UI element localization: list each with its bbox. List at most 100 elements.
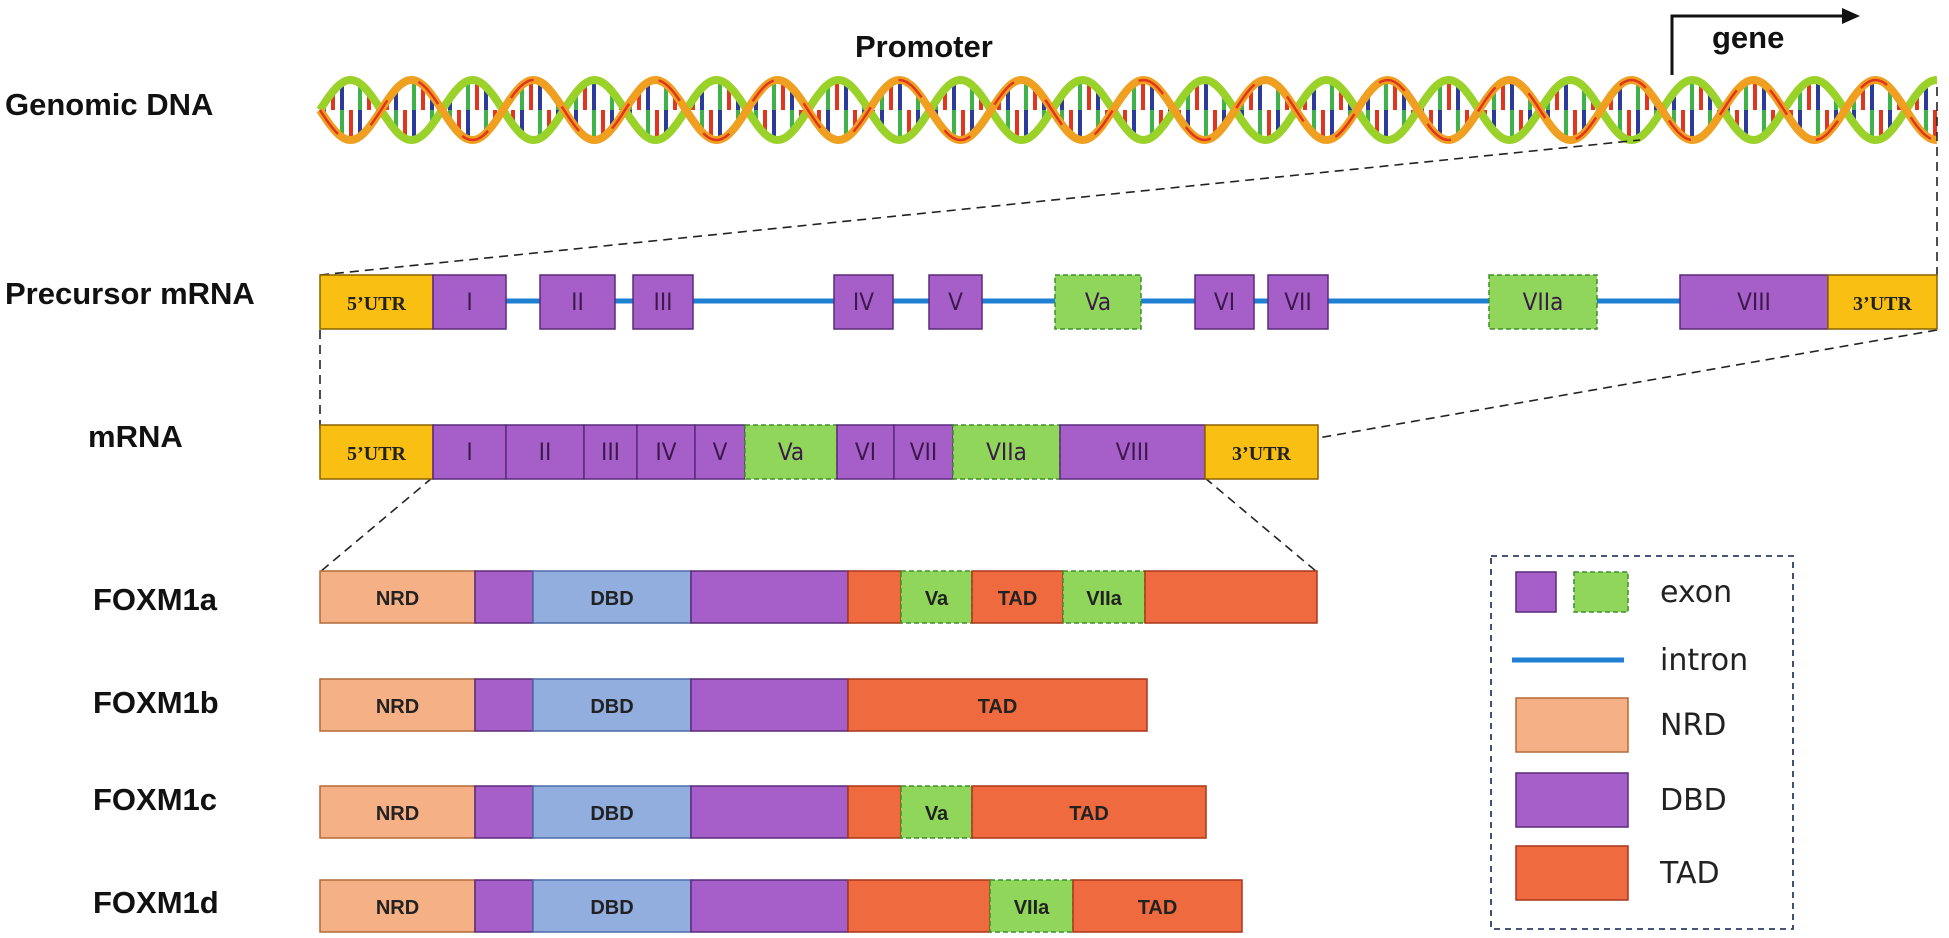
legend-frame (1490, 555, 1794, 930)
foxm1a-seg-2-box (474, 570, 534, 624)
dna-strand-back (316, 75, 1938, 145)
guide-mrna-right (1204, 477, 1318, 573)
foxm1c-seg-6: Va (900, 785, 973, 839)
precursor-seg-10: VIIa (1488, 274, 1598, 330)
foxm1d-seg-4 (690, 879, 849, 933)
foxm1a-seg-5-box (847, 570, 902, 624)
precursor-seg-3-box (539, 274, 616, 330)
mrna-seg-7-label: Va (778, 438, 804, 466)
mrna-seg-10-label: VIIa (986, 438, 1027, 466)
foxm1a-seg-9-box (1144, 570, 1318, 624)
foxm1c-seg-4 (690, 785, 849, 839)
foxm1b-seg-2 (474, 678, 534, 732)
mrna-seg-10-box (952, 424, 1061, 480)
legend-DBD-swatch (1515, 772, 1629, 828)
precursor-seg-10-box (1488, 274, 1598, 330)
foxm1c-seg-3-label: DBD (590, 803, 633, 825)
foxm1d-seg-7: TAD (1072, 879, 1243, 933)
foxm1a-seg-7: TAD (971, 570, 1064, 624)
foxm1d-seg-4-box (690, 879, 849, 933)
isoform-row-foxm1d: NRD DBD VIIa TAD (319, 879, 1243, 933)
foxm1b-seg-5-label: TAD (978, 696, 1018, 718)
mrna-seg-4-label: III (601, 438, 620, 466)
foxm1d-seg-5 (847, 879, 991, 933)
precursor-seg-4-label: III (653, 288, 672, 316)
mrna-seg-1-box (319, 424, 434, 480)
foxm1c-seg-6-box (900, 785, 973, 839)
guide-dna-left (319, 139, 1641, 276)
foxm1a-seg-3: DBD (532, 570, 692, 624)
precursor-seg-7-label: Va (1085, 288, 1111, 316)
precursor-seg-4-box (632, 274, 694, 330)
precursor-seg-2-box (432, 274, 507, 330)
mrna-seg-6: V (694, 424, 746, 480)
legend-item-NRD: NRD (1515, 697, 1726, 753)
foxm1d-seg-2 (474, 879, 534, 933)
precursor-seg-2: I (432, 274, 507, 330)
precursor-seg-12: 3’UTR (1827, 274, 1938, 330)
foxm1c-seg-7: TAD (971, 785, 1207, 839)
precursor-seg-5-label: IV (853, 288, 874, 316)
foxm1c-seg-7-label: TAD (1069, 803, 1109, 825)
mrna-seg-8-label: VI (855, 438, 876, 466)
mrna-seg-6-box (694, 424, 746, 480)
foxm1c-seg-1: NRD (319, 785, 476, 839)
precursor-seg-6: V (928, 274, 983, 330)
foxm1a-seg-9 (1144, 570, 1318, 624)
mrna-seg-11-label: VIII (1116, 438, 1150, 466)
legend-alt-exon-swatch (1573, 571, 1629, 613)
legend-label: exon (1660, 575, 1732, 610)
foxm1a-seg-8-label: VIIa (1086, 588, 1122, 610)
mrna-seg-5-box (636, 424, 696, 480)
foxm1a-seg-6: Va (900, 570, 973, 624)
foxm1c-seg-3-box (532, 785, 692, 839)
foxm1d-seg-3: DBD (532, 879, 692, 933)
foxm1b-seg-1: NRD (319, 678, 476, 732)
foxm1d-seg-6: VIIa (989, 879, 1074, 933)
mrna-seg-11-box (1059, 424, 1206, 480)
precursor-seg-12-label: 3’UTR (1853, 293, 1912, 315)
foxm1c-seg-5-box (847, 785, 902, 839)
mrna-seg-2-label: I (466, 438, 472, 466)
precursor-seg-8-label: VI (1214, 288, 1235, 316)
isoform-row-foxm1b: NRD DBD TAD (319, 678, 1148, 732)
mrna-seg-6-label: V (713, 438, 728, 466)
foxm1c-seg-4-box (690, 785, 849, 839)
precursor-seg-4: III (632, 274, 694, 330)
mrna-seg-3: II (505, 424, 585, 480)
mrna-seg-12: 3’UTR (1204, 424, 1319, 480)
foxm1d-seg-1-label: NRD (376, 897, 419, 919)
legend-item-intron: intron (1512, 643, 1748, 678)
foxm1a-seg-2 (474, 570, 534, 624)
precursor-seg-11: VIII (1679, 274, 1829, 330)
foxm1a-seg-7-label: TAD (998, 588, 1038, 610)
foxm1d-seg-2-box (474, 879, 534, 933)
foxm1c-seg-6-label: Va (925, 803, 949, 825)
zoom-guides (319, 87, 1938, 573)
foxm1b-seg-4-box (690, 678, 849, 732)
foxm1b-seg-3-label: DBD (590, 696, 633, 718)
gene-arrow-line (1670, 14, 1845, 75)
foxm1c-seg-2 (474, 785, 534, 839)
foxm1d-seg-1: NRD (319, 879, 476, 933)
foxm1d-seg-6-label: VIIa (1014, 897, 1050, 919)
foxm1c-seg-1-box (319, 785, 476, 839)
precursor-seg-9-label: VII (1284, 288, 1312, 316)
mrna-seg-1-label: 5’UTR (347, 443, 406, 465)
foxm1d-seg-1-box (319, 879, 476, 933)
legend-label: intron (1660, 643, 1748, 678)
legend-item-TAD: TAD (1515, 845, 1720, 901)
legend-label: DBD (1660, 783, 1727, 818)
foxm1b-seg-2-box (474, 678, 534, 732)
legend-item-DBD: DBD (1515, 772, 1727, 828)
precursor-seg-1-box (319, 274, 434, 330)
precursor-seg-11-box (1679, 274, 1829, 330)
precursor-seg-6-box (928, 274, 983, 330)
precursor-seg-7-box (1054, 274, 1142, 330)
foxm1b-seg-5-box (847, 678, 1148, 732)
gene-arrow-head-icon (1842, 8, 1860, 24)
foxm1a-seg-6-box (900, 570, 973, 624)
foxm1b-seg-5: TAD (847, 678, 1148, 732)
foxm1c-label: FOXM1c (93, 782, 217, 817)
